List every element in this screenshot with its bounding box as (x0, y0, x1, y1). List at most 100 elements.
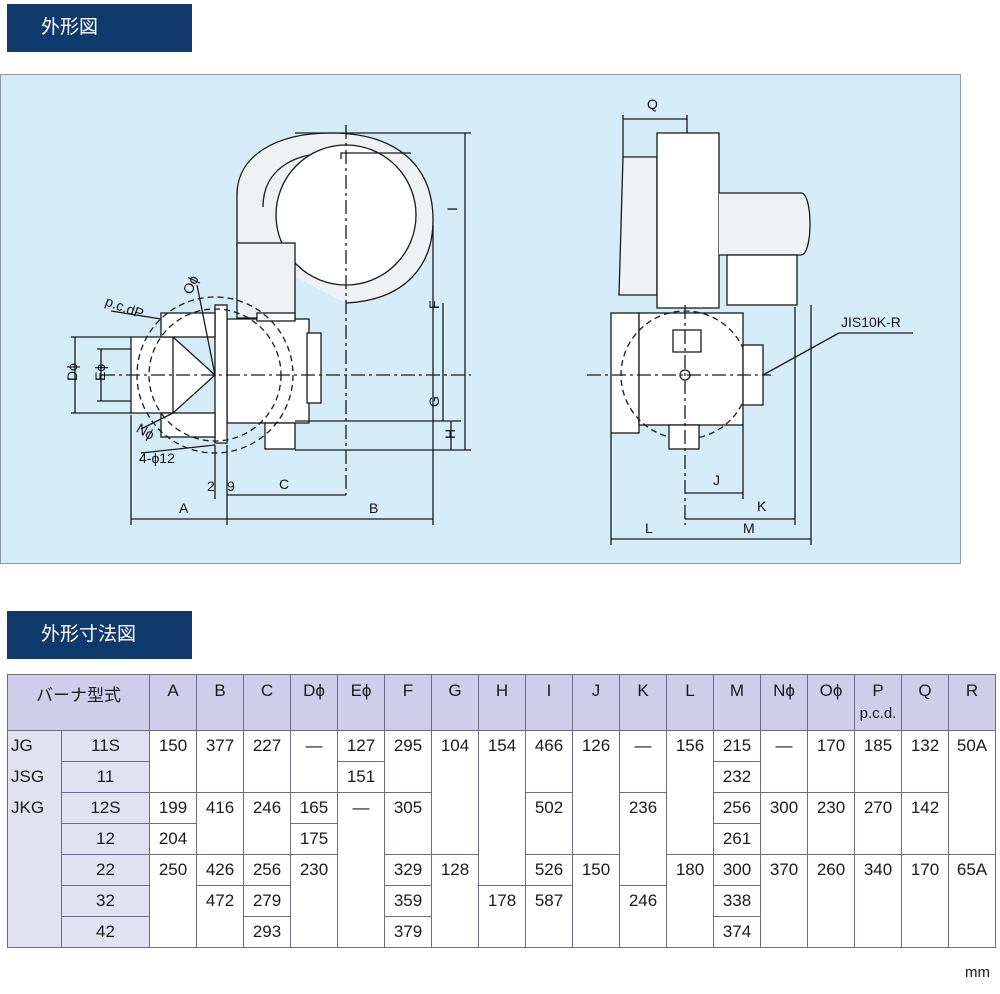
cell-m: 261 (713, 823, 761, 855)
cell-g: 104 (431, 730, 479, 855)
cell-f: 329 (384, 854, 432, 886)
cell-f: 295 (384, 730, 432, 793)
dim-label-b: B (369, 500, 378, 516)
cell-q: 170 (901, 854, 949, 948)
outline-drawing-svg: A B C Dϕ Eϕ F G H I J K L M Nϕ Oϕ p.c.dP… (64, 96, 913, 545)
header-model: バーナ型式 (7, 674, 150, 731)
dim-label-a: A (179, 500, 189, 516)
header-e: Eϕ (337, 674, 385, 731)
cell-d: 230 (290, 854, 338, 948)
series-jg: JG (11, 736, 33, 755)
dim-label-n: Nϕ (134, 420, 158, 443)
unit-label: mm (965, 964, 990, 981)
series-jkg: JKG (11, 798, 45, 817)
header-f: F (384, 674, 432, 731)
model-12s: 12S (61, 792, 150, 824)
dim-label-d: Dϕ (64, 363, 80, 381)
cell-m: 215 (713, 730, 761, 762)
flange-standard-label: JIS10K-R (841, 314, 901, 330)
cell-a: 204 (149, 823, 197, 855)
header-p-label: P (872, 681, 884, 700)
header-o: Oϕ (807, 674, 855, 731)
dim-label-k: K (757, 498, 767, 514)
cell-q: 132 (901, 730, 949, 793)
cell-o: 260 (807, 854, 855, 948)
header-n: Nϕ (760, 674, 808, 731)
cell-m: 256 (713, 792, 761, 824)
cell-m: 232 (713, 761, 761, 793)
cell-a: 150 (149, 730, 197, 793)
dim-label-m: M (743, 520, 755, 536)
cell-c: 227 (243, 730, 291, 793)
cell-d: 165 (290, 792, 338, 824)
series-cell: JG JSG JKG (7, 730, 62, 948)
dim-label-q: Q (647, 96, 658, 112)
dim-label-h: H (442, 429, 458, 439)
dim-label-j: J (713, 472, 720, 488)
cell-d: 175 (290, 823, 338, 855)
outline-drawing: A B C Dϕ Eϕ F G H I J K L M Nϕ Oϕ p.c.dP… (0, 74, 961, 564)
dim-label-f: F (426, 300, 442, 309)
dim-label-e: Eϕ (92, 364, 108, 381)
cell-g: 128 (431, 854, 479, 948)
model-32: 32 (61, 885, 150, 917)
header-g: G (431, 674, 479, 731)
header-c: C (243, 674, 291, 731)
cell-d: — (290, 730, 338, 793)
cell-k: 246 (619, 885, 667, 948)
dim-label-i: I (444, 207, 460, 211)
cell-r: 65A (948, 854, 996, 948)
cell-m: 338 (713, 885, 761, 917)
cell-b: 426 (196, 854, 244, 886)
cell-p: 185 (854, 730, 902, 793)
cell-q: 142 (901, 792, 949, 855)
cell-e: 127 (337, 730, 385, 762)
cell-f: 359 (384, 885, 432, 917)
cell-c: 246 (243, 792, 291, 855)
cell-k: — (619, 730, 667, 793)
cell-n: 370 (760, 854, 808, 948)
cell-h: 154 (478, 730, 526, 886)
cell-f: 305 (384, 792, 432, 855)
model-11s: 11S (61, 730, 150, 762)
dim-label-9: 9 (227, 478, 235, 494)
cell-m: 300 (713, 854, 761, 886)
dim-label-2: 2 (207, 478, 215, 494)
cell-a: 199 (149, 792, 197, 824)
header-h: H (478, 674, 526, 731)
cell-p: 270 (854, 792, 902, 855)
dimensions-section-header: 外形寸法図 (7, 611, 192, 659)
outline-section-header: 外形図 (7, 4, 192, 52)
cell-n: 300 (760, 792, 808, 855)
header-i: I (525, 674, 573, 731)
cell-f: 379 (384, 916, 432, 948)
cell-b: 472 (196, 885, 244, 948)
cell-i: 466 (525, 730, 573, 793)
series-jsg: JSG (11, 767, 45, 786)
header-j: J (572, 674, 620, 731)
cell-p: 340 (854, 854, 902, 948)
cell-i: 587 (525, 885, 573, 948)
cell-e: 151 (337, 761, 385, 793)
header-a: A (149, 674, 197, 731)
header-k: K (619, 674, 667, 731)
cell-m: 374 (713, 916, 761, 948)
cell-c: 293 (243, 916, 291, 948)
header-r: R (948, 674, 996, 731)
cell-j: 150 (572, 854, 620, 948)
model-42: 42 (61, 916, 150, 948)
dim-label-g: G (426, 396, 442, 407)
cell-o: 230 (807, 792, 855, 855)
cell-h: 178 (478, 885, 526, 948)
model-12: 12 (61, 823, 150, 855)
dimension-table: バーナ型式 A B C Dϕ Eϕ F G H I J K L M Nϕ Oϕ … (7, 674, 996, 948)
dim-label-holes: 4-ϕ12 (139, 450, 175, 466)
cell-a: 250 (149, 854, 197, 948)
header-b: B (196, 674, 244, 731)
cell-j: 126 (572, 730, 620, 855)
model-11: 11 (61, 761, 150, 793)
dim-label-c: C (279, 476, 289, 492)
header-q: Q (901, 674, 949, 731)
cell-o: 170 (807, 730, 855, 793)
